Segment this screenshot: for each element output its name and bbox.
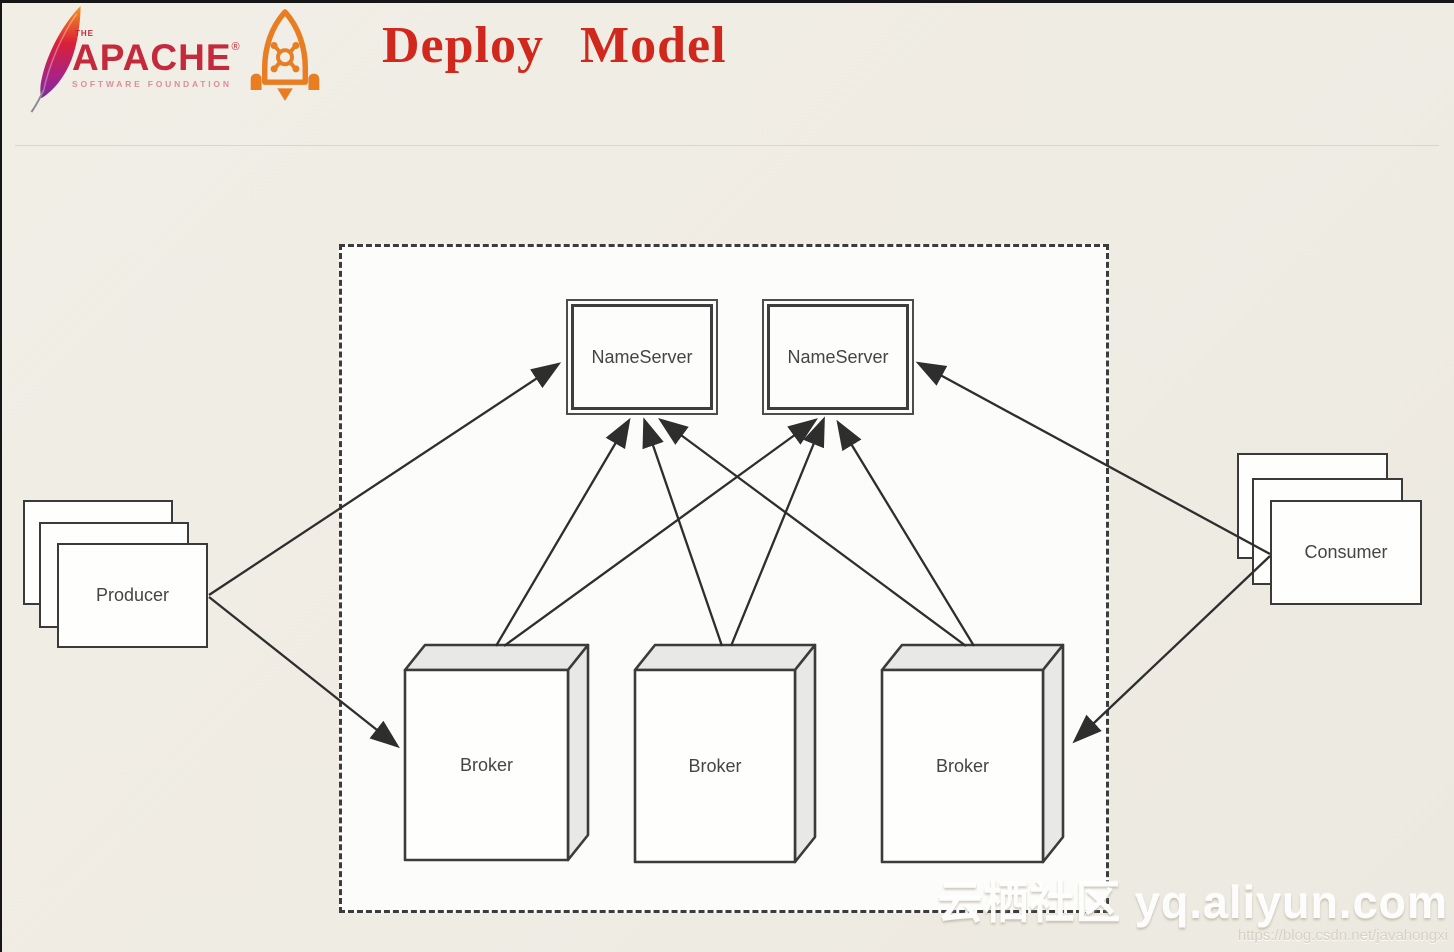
producer-box: Producer — [57, 543, 208, 648]
consumer-label: Consumer — [1304, 542, 1388, 562]
nameserver-box-2-inner: NameServer — [767, 304, 909, 410]
rocketmq-rocket-icon — [250, 9, 320, 101]
apache-subtitle-label: SOFTWARE FOUNDATION — [72, 79, 232, 89]
left-edge-bar — [0, 0, 2, 952]
apache-name-label: APACHE® — [72, 37, 241, 78]
broker-1-label: Broker — [459, 754, 513, 775]
apache-wordmark: THE APACHE® SOFTWARE FOUNDATION — [72, 30, 241, 89]
watermark-url: https://blog.csdn.net/javahongxi — [1237, 927, 1448, 944]
consumer-box: Consumer — [1270, 500, 1422, 605]
nameserver-box-1-inner: NameServer — [571, 304, 713, 410]
broker-3-label: Broker — [935, 755, 989, 776]
watermark-brand: 云栖社区 yq.aliyun.com — [937, 877, 1448, 928]
watermark: 云栖社区 yq.aliyun.com https://blog.csdn.net… — [937, 866, 1448, 944]
page-title: Deploy Model — [382, 17, 727, 74]
apache-the-label: THE — [75, 29, 94, 38]
registered-mark: ® — [231, 41, 241, 53]
producer-label: Producer — [95, 585, 170, 605]
top-edge-bar — [0, 0, 1454, 3]
nameserver-2-label: NameServer — [787, 346, 889, 367]
nameserver-box-1: NameServer — [566, 299, 718, 415]
apache-feather-icon — [30, 5, 81, 113]
broker-2-label: Broker — [688, 755, 742, 776]
header-divider — [15, 145, 1439, 146]
nameserver-box-2: NameServer — [762, 299, 914, 415]
nameserver-1-label: NameServer — [591, 346, 693, 367]
